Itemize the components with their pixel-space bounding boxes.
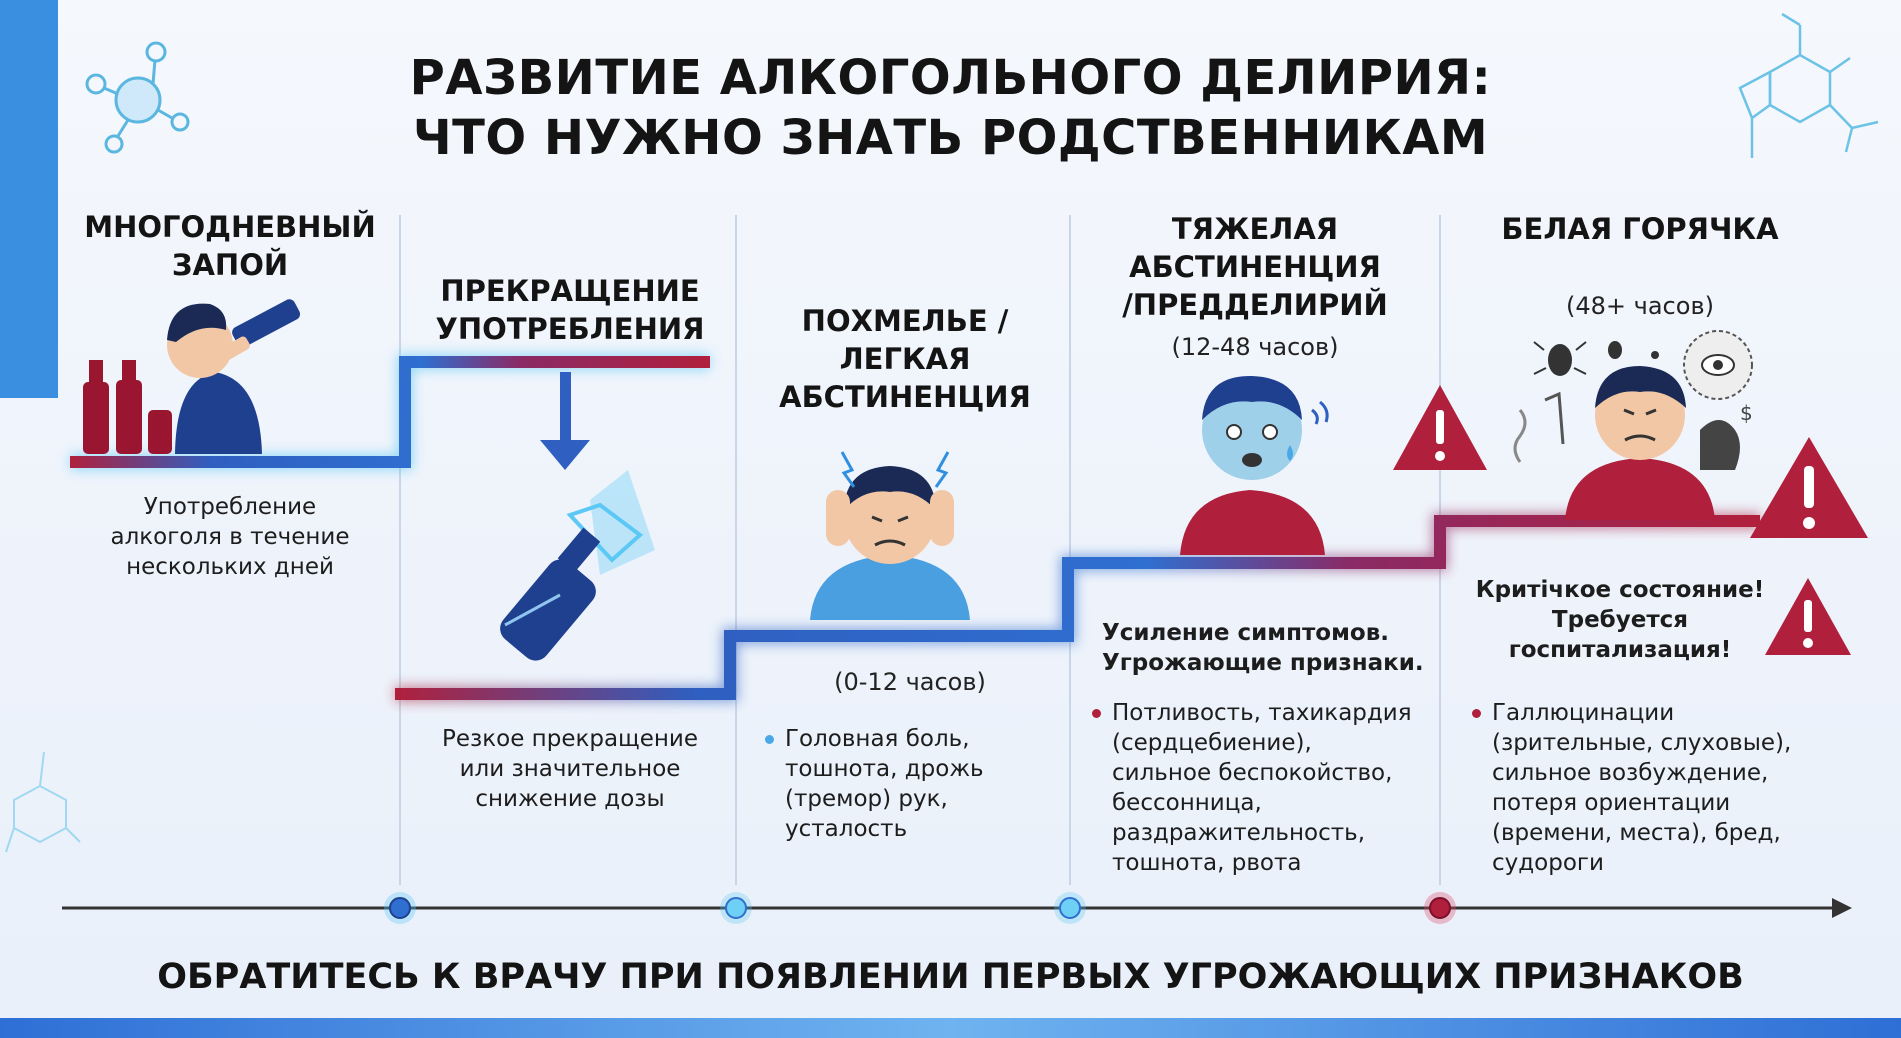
- stage5-heading-line1: БЕЛАЯ ГОРЯЧКА: [1501, 212, 1779, 246]
- stage1-heading: МНОГОДНЕВНЫЙ ЗАПОЙ: [60, 208, 400, 284]
- stage3-desc-line1: Головная боль,: [785, 726, 970, 752]
- stage1-heading-line1: МНОГОДНЕВНЫЙ: [84, 210, 376, 244]
- stage4-note-line2: Угрожающие признаки.: [1102, 650, 1424, 676]
- warning-icon: [1765, 578, 1851, 655]
- stage3-heading-line3: АБСТИНЕНЦИЯ: [779, 380, 1031, 414]
- stage5-note-line2: Требуется: [1551, 607, 1689, 633]
- drinking-man-icon: [83, 299, 301, 454]
- stage5-desc-line6: судороги: [1492, 850, 1604, 876]
- headache-person-icon: [810, 451, 970, 620]
- stage2-desc-line1: Резкое прекращение: [442, 726, 698, 752]
- stage2-heading: ПРЕКРАЩЕНИЕ УПОТРЕБЛЕНИЯ: [410, 272, 730, 348]
- stage5-desc-line4: потеря ориентации: [1492, 790, 1731, 816]
- bullet-dot: [1092, 709, 1101, 718]
- stage4-time: (12-48 часов): [1171, 333, 1339, 361]
- stage1-desc-line2: алкоголя в течение: [110, 524, 350, 550]
- stage4-desc-line6: тошнота, рвота: [1112, 850, 1302, 876]
- stage1-desc-line3: нескольких дней: [126, 554, 334, 580]
- warning-icon: [1750, 437, 1868, 538]
- stage2-heading-line2: УПОТРЕБЛЕНИЯ: [435, 312, 705, 346]
- left-accent-bar: [0, 0, 58, 398]
- bullet-dot: [1472, 709, 1481, 718]
- stage4-symptoms: Потливость, тахикардия (сердцебиение), с…: [1092, 698, 1432, 878]
- stage5-note-line1: Критiчкое состояние!: [1475, 577, 1765, 603]
- molecule-icon: [5, 751, 81, 853]
- stage4-desc-line5: раздражительность,: [1112, 820, 1366, 846]
- stage4-heading-line2: АБСТИНЕНЦИЯ: [1129, 250, 1381, 284]
- stage4-desc-line3: сильное беспокойство,: [1112, 760, 1393, 786]
- stage5-symptoms: Галлюцинации (зрительные, слуховые), сил…: [1472, 698, 1832, 878]
- stage5-desc-line3: сильное возбуждение,: [1492, 760, 1769, 786]
- stage2-description: Резкое прекращение или значительное сниж…: [410, 724, 730, 814]
- stage1-heading-line2: ЗАПОЙ: [171, 248, 289, 282]
- stage4-desc-line1: Потливость, тахикардия: [1112, 700, 1412, 726]
- footer-callout: ОБРАТИТЕСЬ К ВРАЧУ ПРИ ПОЯВЛЕНИИ ПЕРВЫХ …: [157, 957, 1744, 997]
- stage3-symptoms: Головная боль, тошнота, дрожь (тремор) р…: [765, 724, 1055, 844]
- stage2-desc-line3: снижение дозы: [475, 786, 665, 812]
- broken-bottle-icon: [500, 470, 655, 661]
- stage3-desc-line3: (тремор) рук,: [785, 786, 948, 812]
- timeline-markers: [384, 892, 1456, 924]
- stage2-heading-line1: ПРЕКРАЩЕНИЕ: [440, 274, 700, 308]
- page-title-line2: ЧТО НУЖНО ЗНАТЬ РОДСТВЕННИКАМ: [412, 110, 1489, 166]
- stage3-heading-line1: ПОХМЕЛЬЕ /: [801, 304, 1009, 338]
- svg-text:$: $: [1740, 401, 1753, 425]
- stage4-desc-line2: (сердцебиение),: [1112, 730, 1312, 756]
- stage1-description: Употребление алкоголя в течение нескольк…: [80, 492, 380, 582]
- progression-staircase: [70, 354, 1760, 702]
- sweating-person-icon: [1180, 375, 1329, 555]
- timeline-axis: [62, 898, 1852, 918]
- stage4-heading: ТЯЖЕЛАЯ АБСТИНЕНЦИЯ /ПРЕДДЕЛИРИЙ: [1080, 210, 1430, 324]
- stage4-note-line1: Усиление симптомов.: [1102, 620, 1390, 646]
- stage5-desc-line2: (зрительные, слуховые),: [1492, 730, 1792, 756]
- stage5-note-line3: госпитализация!: [1508, 637, 1732, 663]
- hallucination-person-icon: $: [1513, 330, 1753, 520]
- stage2-desc-line2: или значительное: [459, 756, 681, 782]
- stage3-time: (0-12 часов): [834, 668, 986, 696]
- stage4-heading-line3: /ПРЕДДЕЛИРИЙ: [1122, 288, 1388, 322]
- down-arrow-icon: [540, 372, 590, 470]
- stage4-heading-line1: ТЯЖЕЛАЯ: [1171, 212, 1339, 246]
- stage5-warning-note: Критiчкое состояние! Требуется госпитали…: [1470, 575, 1770, 665]
- stage3-heading-line2: ЛЕГКАЯ: [839, 342, 971, 376]
- stage4-desc-line4: бессонница,: [1112, 790, 1262, 816]
- stage1-desc-line1: Употребление: [143, 494, 317, 520]
- stage3-heading: ПОХМЕЛЬЕ / ЛЕГКАЯ АБСТИНЕНЦИЯ: [745, 302, 1065, 416]
- stage4-warning-note: Усиление симптомов. Угрожающие признаки.: [1102, 618, 1442, 678]
- stage5-time: (48+ часов): [1566, 292, 1714, 320]
- molecule-icon: [85, 41, 190, 154]
- stage3-desc-line2: тошнота, дрожь: [785, 756, 984, 782]
- stage5-desc-line1: Галлюцинации: [1492, 700, 1675, 726]
- warning-icon: [1393, 385, 1487, 470]
- stage5-desc-line5: (времени, места), бред,: [1492, 820, 1781, 846]
- stage5-heading: БЕЛАЯ ГОРЯЧКА: [1450, 210, 1830, 248]
- bullet-dot: [765, 735, 774, 744]
- page-title-line1: РАЗВИТИЕ АЛКОГОЛЬНОГО ДЕЛИРИЯ:: [409, 50, 1492, 106]
- bottom-accent-band: [0, 1018, 1901, 1038]
- stage3-desc-line4: усталость: [785, 816, 908, 842]
- molecule-icon: [1738, 12, 1879, 158]
